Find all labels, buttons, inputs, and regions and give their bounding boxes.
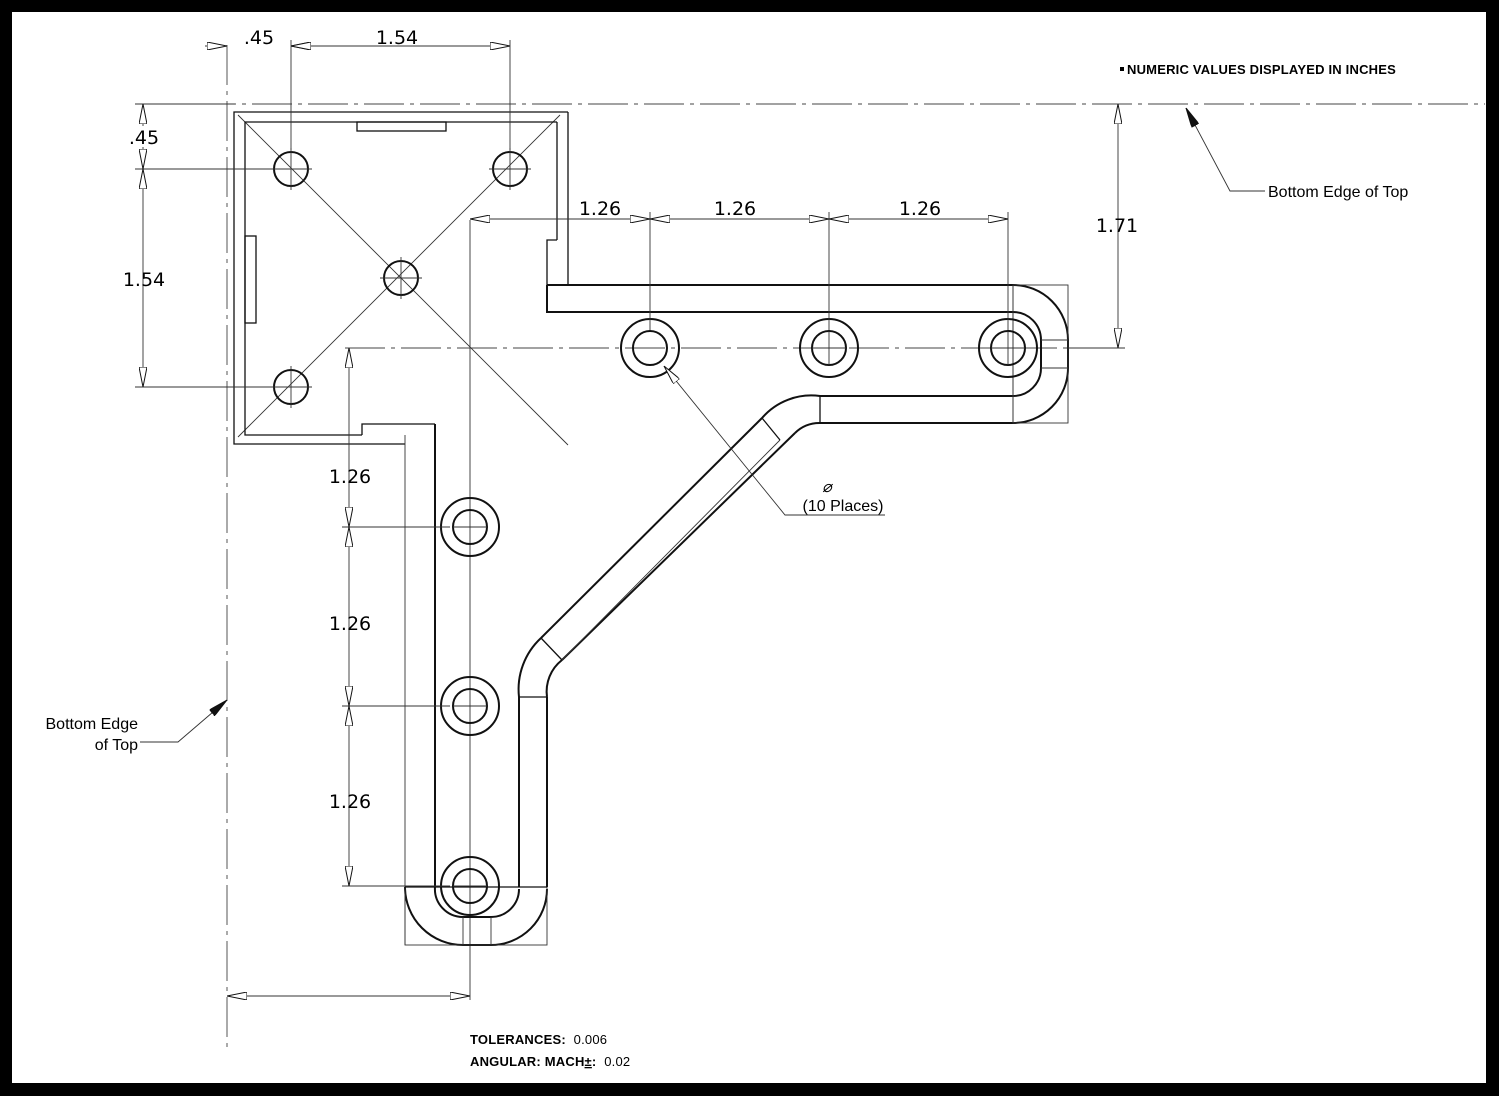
brace-bend-outer [517, 637, 542, 698]
dim-leg-spacing-1: 1.26 [329, 466, 371, 488]
dim-arm-spacing-2: 1.26 [714, 198, 756, 220]
bottom-edge-note-right: Bottom Edge of Top [1268, 184, 1408, 201]
holes [270, 148, 1038, 916]
dim-top-hole-spacing: 1.54 [376, 27, 418, 49]
diagonal-line-1 [237, 114, 569, 446]
dim-arm-spacing-1: 1.26 [579, 198, 621, 220]
bottom-edge-note-left-line2: of Top [95, 737, 138, 754]
plate-notch-left [244, 235, 257, 324]
angular-label: ANGULAR: MACH±: 0.02 [470, 1054, 630, 1069]
vertical-leg [404, 424, 548, 946]
dim-leg-spacing-2: 1.26 [329, 613, 371, 635]
horizontal-arm [546, 284, 1069, 434]
dim-left-hole-spacing: 1.54 [123, 269, 165, 291]
arm-inner-round [761, 311, 1042, 419]
hole-plate-center [380, 257, 422, 299]
hole-plate-bottom-left [270, 366, 312, 408]
arm-end-round [794, 284, 1069, 434]
top-plate [233, 111, 569, 445]
bottom-edge-note-left-line1: Bottom Edge [46, 716, 139, 733]
notes: NUMERIC VALUES DISPLAYED IN INCHES Botto… [46, 62, 1409, 1069]
hole-count-note: (10 Places) [803, 498, 884, 515]
dim-arm-spacing-3: 1.26 [899, 198, 941, 220]
tolerances-label: TOLERANCES: 0.006 [470, 1032, 607, 1047]
hole-plate-top-left [270, 148, 312, 190]
bullet-icon [1120, 67, 1124, 71]
dim-vertical-height: 1.71 [1096, 215, 1138, 237]
dimension-labels: .45 1.54 .45 1.54 1.26 1.26 1.26 1.71 1.… [123, 27, 1138, 813]
dim-leg-spacing-3: 1.26 [329, 791, 371, 813]
dim-top-left-offset: .45 [244, 27, 274, 49]
hole-plate-top-right [489, 148, 531, 190]
brace-upper-edge [540, 417, 763, 639]
diagonal-brace [517, 417, 796, 698]
dimension-lines [135, 40, 1265, 996]
brace-lower-edge [561, 432, 796, 661]
diameter-symbol-icon: ⌀ [822, 479, 833, 496]
brace-bend-inner [545, 659, 563, 698]
dim-left-top-offset: .45 [129, 127, 159, 149]
plate-outer-edge [233, 111, 568, 445]
units-note: NUMERIC VALUES DISPLAYED IN INCHES [1127, 62, 1396, 77]
drawing-sheet [12, 12, 1486, 1083]
plate-notch-top [356, 121, 447, 132]
